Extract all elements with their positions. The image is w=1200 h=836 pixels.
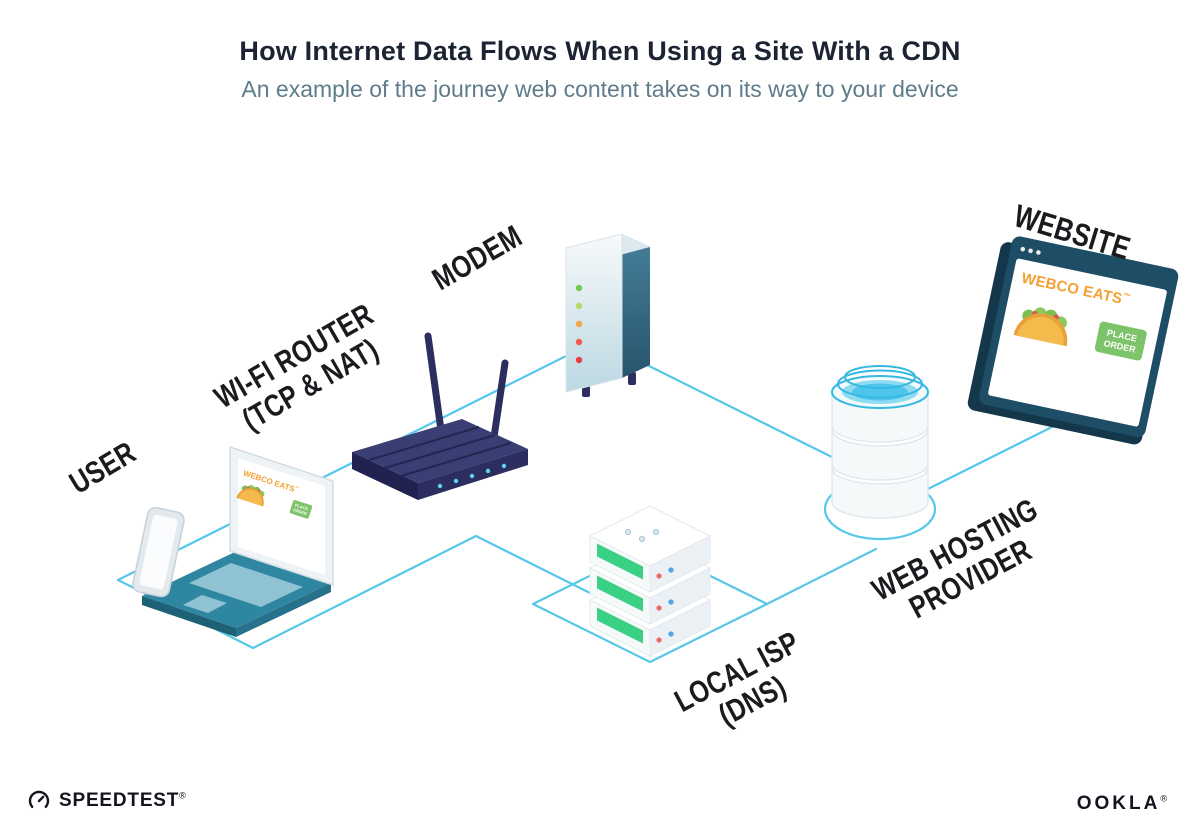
header: How Internet Data Flows When Using a Sit… [0, 36, 1200, 103]
browser-viewport [988, 258, 1167, 427]
router-leds [437, 463, 507, 489]
taco-icon [1013, 307, 1068, 347]
laptop-page: WEBCO EATS™ PLACE ORDER [235, 468, 317, 522]
router-antenna-icon [490, 359, 509, 441]
laptop-touchpad [183, 595, 227, 613]
place-order-button: PLACE ORDER [1094, 320, 1148, 362]
isp-server-device [588, 505, 712, 657]
ookla-logo: OOKLA® [1076, 793, 1170, 814]
hosting-ripple-rings [831, 365, 929, 409]
line-hosting-website [910, 421, 1062, 499]
taco-icon [236, 484, 265, 507]
router-antenna-icon [424, 332, 445, 434]
speedtest-logo: SPEEDTEST® [28, 790, 187, 812]
user-laptop-device [132, 445, 334, 637]
server-top-buttons [624, 528, 660, 543]
modem-leds [575, 284, 583, 364]
modem-front [565, 233, 623, 393]
place-order-badge: PLACE ORDER [288, 499, 313, 520]
line-isp-hosting [765, 547, 878, 606]
server-led-strip [597, 607, 643, 644]
wifi-router-device [352, 332, 528, 500]
line-modem-hosting [625, 353, 874, 479]
modem-side [622, 234, 650, 378]
router-front-left [352, 452, 418, 500]
website-page: WEBCO EATS™ PLACE ORDER [988, 258, 1168, 427]
laptop-screen-display [238, 458, 325, 575]
modem-device [565, 233, 650, 397]
server-led-strip [597, 575, 643, 612]
hosting-database-device [831, 365, 929, 519]
phone-device [132, 506, 185, 598]
browser-window-dots [1020, 246, 1041, 255]
website-browser-device [967, 236, 1179, 445]
page-subtitle: An example of the journey web content ta… [241, 76, 959, 102]
laptop-keyboard [189, 563, 303, 607]
page-title: How Internet Data Flows When Using a Sit… [239, 36, 961, 66]
server-led-strip [597, 543, 643, 580]
speedtest-gauge-icon [28, 790, 50, 808]
